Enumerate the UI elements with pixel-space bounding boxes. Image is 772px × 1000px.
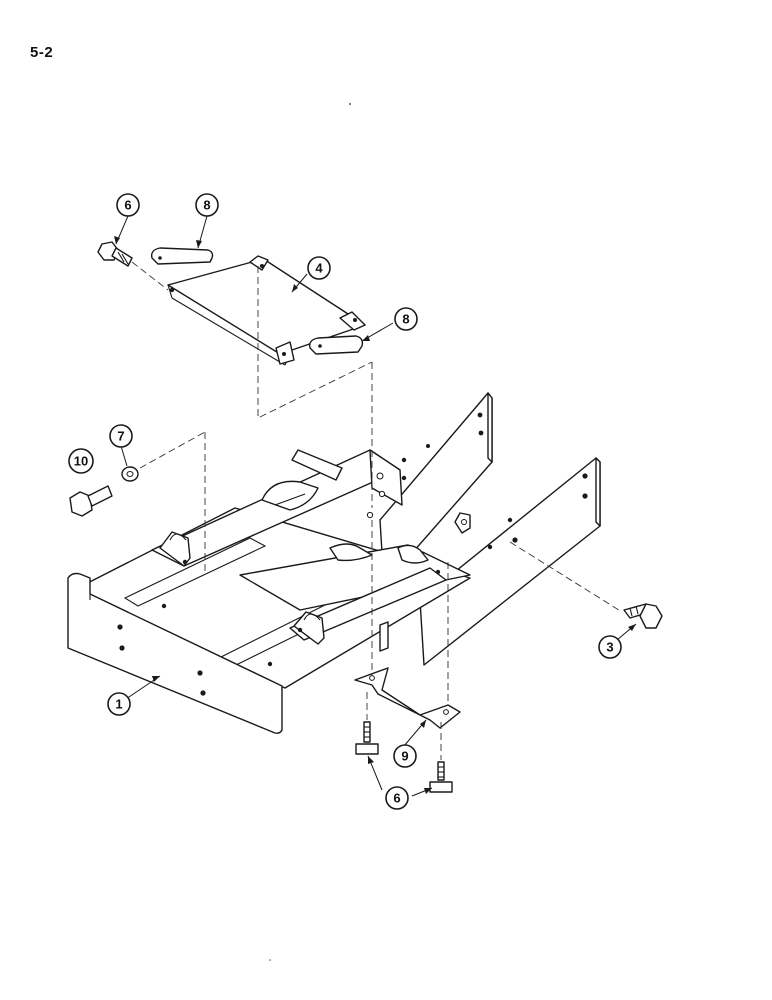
washer-part-7 xyxy=(121,466,139,482)
callout-3: 3 xyxy=(598,635,622,659)
bracket-part-9 xyxy=(354,667,461,729)
scan-speck xyxy=(269,959,271,961)
bolt-part-6-bottom-left xyxy=(355,721,379,755)
strap-part-8-upper xyxy=(150,247,214,265)
svg-text:7: 7 xyxy=(117,429,124,444)
callout-1: 1 xyxy=(107,692,131,716)
callout-6-bottom: 6 xyxy=(385,786,409,810)
rear-pan-assembly xyxy=(151,449,403,567)
svg-text:1: 1 xyxy=(115,697,122,712)
svg-text:6: 6 xyxy=(124,198,131,213)
bolt-part-6-bottom-right xyxy=(429,761,453,793)
mounting-plate-part-4 xyxy=(167,255,366,366)
callout-4: 4 xyxy=(307,256,331,280)
callout-8-top: 8 xyxy=(195,193,219,217)
alignment-lines xyxy=(131,261,623,760)
leader-lines xyxy=(114,215,637,797)
bolt-part-3 xyxy=(623,603,663,629)
callout-6-top: 6 xyxy=(116,193,140,217)
front-pan-assembly xyxy=(239,543,471,645)
scan-speck xyxy=(349,103,351,105)
callout-10: 10 xyxy=(68,448,94,474)
callout-8-lower: 8 xyxy=(394,307,418,331)
svg-text:3: 3 xyxy=(606,640,613,655)
svg-text:4: 4 xyxy=(315,261,323,276)
svg-text:9: 9 xyxy=(401,749,408,764)
strap-part-8-lower xyxy=(308,335,364,355)
bolt-part-10 xyxy=(69,485,113,517)
svg-text:6: 6 xyxy=(393,791,400,806)
callout-9: 9 xyxy=(393,744,417,768)
callout-7: 7 xyxy=(109,424,133,448)
page-number: 5-2 xyxy=(30,44,54,61)
bolt-part-6-top xyxy=(97,241,133,267)
svg-text:8: 8 xyxy=(402,312,409,327)
svg-text:10: 10 xyxy=(74,454,88,469)
svg-text:8: 8 xyxy=(203,198,210,213)
